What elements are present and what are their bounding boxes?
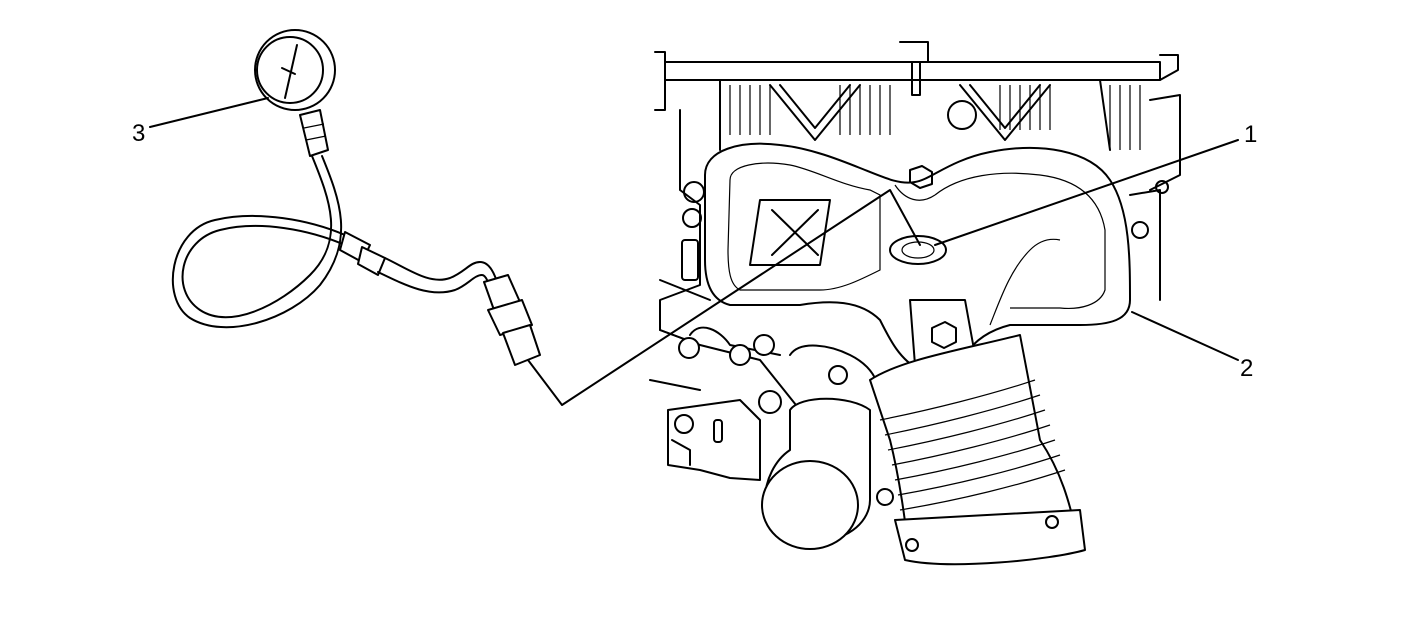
callout-3-label: 3	[132, 120, 145, 147]
pressure-gauge	[254, 29, 336, 157]
callout-2-label: 2	[1240, 355, 1253, 382]
lower-engine	[649, 326, 1086, 566]
callout-leaders	[149, 97, 1239, 406]
gauge-hose	[171, 155, 541, 366]
engine-block	[654, 41, 1181, 346]
callout-1-label: 1	[1244, 121, 1257, 148]
